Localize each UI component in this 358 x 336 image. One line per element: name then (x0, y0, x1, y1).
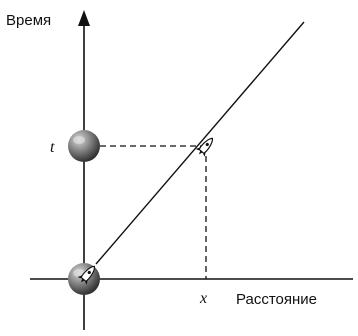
world-line (95, 21, 305, 265)
t-label: t (50, 139, 55, 156)
rocket-icon (77, 265, 95, 285)
time-axis-label: Время (6, 12, 51, 29)
rocket-icon (195, 137, 214, 157)
planet-icon (68, 130, 100, 162)
x-label: x (199, 290, 207, 307)
time-axis-arrow (78, 10, 90, 26)
distance-axis-label: Расстояние (236, 291, 317, 308)
